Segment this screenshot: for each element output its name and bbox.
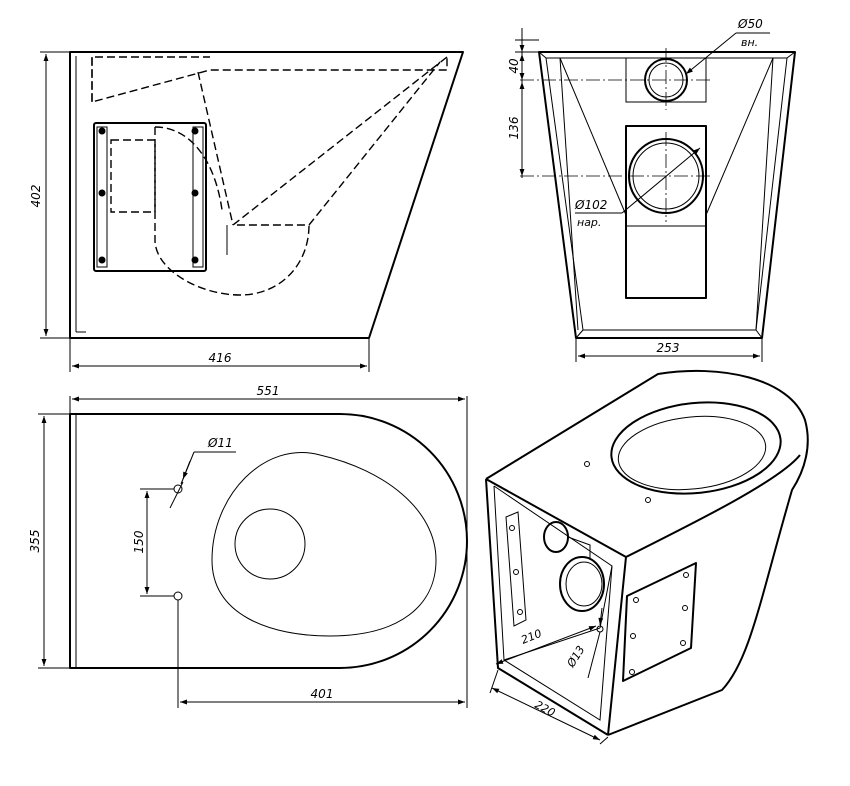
- iso-bowl-opening: [610, 401, 782, 495]
- isometric-view: Ø13 210 220: [485, 369, 809, 745]
- plan-length-dim: 551: [257, 384, 280, 398]
- iso-outlet-pipe: [543, 521, 569, 553]
- side-mount-plate: [93, 122, 207, 272]
- iso-depth-dim: 210: [519, 627, 543, 647]
- front-view: 40 136 253 Ø50 вн. Ø102 нар.: [507, 17, 796, 362]
- iso-hole-dia: Ø13: [564, 643, 588, 670]
- side-view-outline: [69, 51, 464, 339]
- front-drain-note: нар.: [577, 216, 601, 229]
- front-outlet-dia: Ø50: [737, 17, 763, 31]
- iso-box-front: [485, 478, 609, 736]
- side-hidden-bowl: [154, 127, 310, 296]
- front-outlet-note: вн.: [741, 36, 758, 49]
- iso-inner-plate: [505, 511, 527, 627]
- front-bottom-width-dim: 253: [657, 341, 680, 355]
- front-top-dim: 40: [507, 58, 521, 74]
- plan-bowl-opening: [211, 452, 437, 637]
- plan-hole-offset-dim: 401: [311, 687, 334, 701]
- plan-hole-spacing-dim: 150: [132, 530, 146, 553]
- plan-view: 150 Ø11 355 551 401: [28, 384, 468, 708]
- plan-drain-hole: [234, 508, 306, 580]
- iso-drain-pipe: [559, 556, 605, 612]
- iso-side-plate: [622, 562, 697, 682]
- plan-view-outline: [69, 413, 468, 669]
- side-width-dim: 416: [209, 351, 232, 365]
- front-drain-dia: Ø102: [574, 198, 607, 212]
- front-mid-dim: 136: [507, 116, 521, 139]
- iso-body-outline: [485, 369, 809, 736]
- side-hidden-rim: [91, 57, 448, 103]
- side-mount-bolts: [98, 127, 199, 264]
- plan-hole-dia: Ø11: [207, 436, 233, 450]
- front-drain-frame: [625, 125, 707, 299]
- plan-mount-hole-bottom: [173, 591, 183, 601]
- plan-width-dim: 355: [28, 530, 42, 553]
- side-view: 402 416: [29, 51, 464, 372]
- front-view-outline: [538, 51, 796, 339]
- side-height-dim: 402: [29, 185, 43, 208]
